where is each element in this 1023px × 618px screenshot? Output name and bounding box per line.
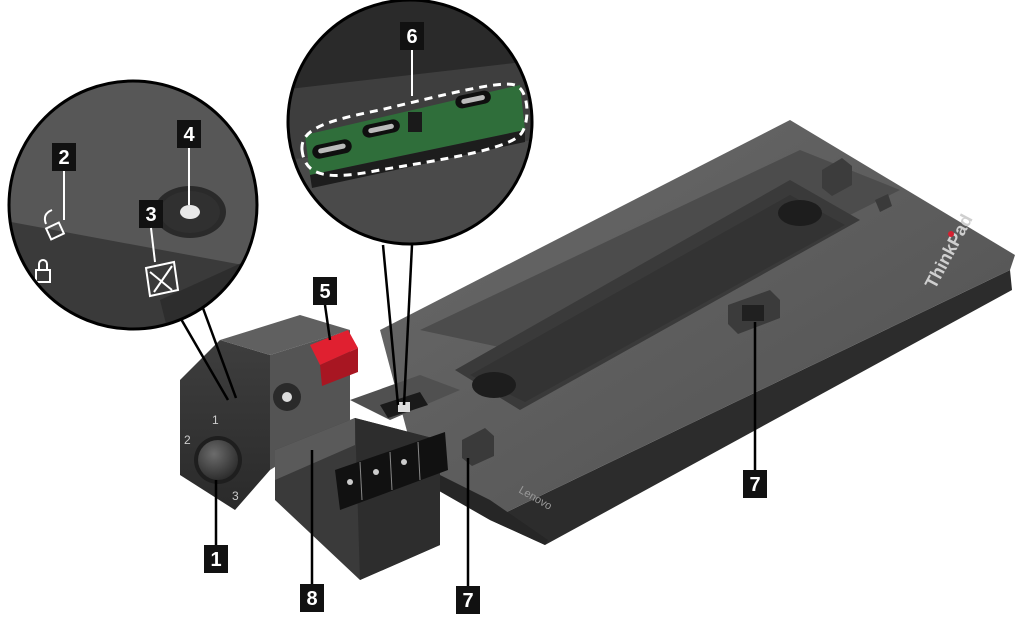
- key-lock: [194, 436, 242, 484]
- dock-body: [180, 120, 1015, 580]
- lock-icon: [35, 259, 51, 283]
- usb-c-port: [455, 90, 491, 109]
- svg-text:7: 7: [749, 474, 760, 496]
- svg-text:5: 5: [319, 281, 330, 303]
- svg-text:4: 4: [183, 124, 195, 146]
- svg-text:3: 3: [145, 204, 156, 226]
- key-position-3: 3: [232, 489, 239, 503]
- svg-text:7: 7: [462, 590, 473, 612]
- power-button: [273, 383, 301, 411]
- svg-text:2: 2: [58, 147, 69, 169]
- key-position-2: 2: [184, 433, 191, 447]
- port-cover-label: [335, 432, 448, 510]
- key-position-1: 1: [212, 413, 219, 427]
- svg-text:1: 1: [210, 549, 221, 571]
- zoom-circle-left: 1: [7, 79, 259, 331]
- latch-hook-middle: [728, 290, 780, 334]
- callout-8: 8: [300, 450, 324, 612]
- callout-2: 2: [52, 143, 76, 220]
- svg-text:6: 6: [406, 26, 417, 48]
- eject-lever: [310, 330, 358, 386]
- svg-text:8: 8: [306, 588, 317, 610]
- callout-6: 6: [400, 22, 424, 50]
- thinkpad-logo-dot: [948, 231, 954, 237]
- usb-c-port: [312, 139, 352, 159]
- eject-key-icon: [144, 260, 180, 298]
- unlock-icon: [43, 209, 66, 241]
- usb-c-port: [362, 119, 400, 138]
- callout-3: 3: [139, 200, 163, 263]
- callout-4: 4: [177, 120, 201, 205]
- zoom-circle-top: [286, 0, 534, 246]
- callout-5: 5: [313, 277, 337, 341]
- latch-hook-left: [462, 428, 494, 466]
- callout-7-right: 7: [743, 322, 767, 498]
- callout-7-left: 7: [456, 458, 480, 614]
- power-button-zoom: [154, 186, 226, 238]
- callout-1: 1: [204, 480, 228, 573]
